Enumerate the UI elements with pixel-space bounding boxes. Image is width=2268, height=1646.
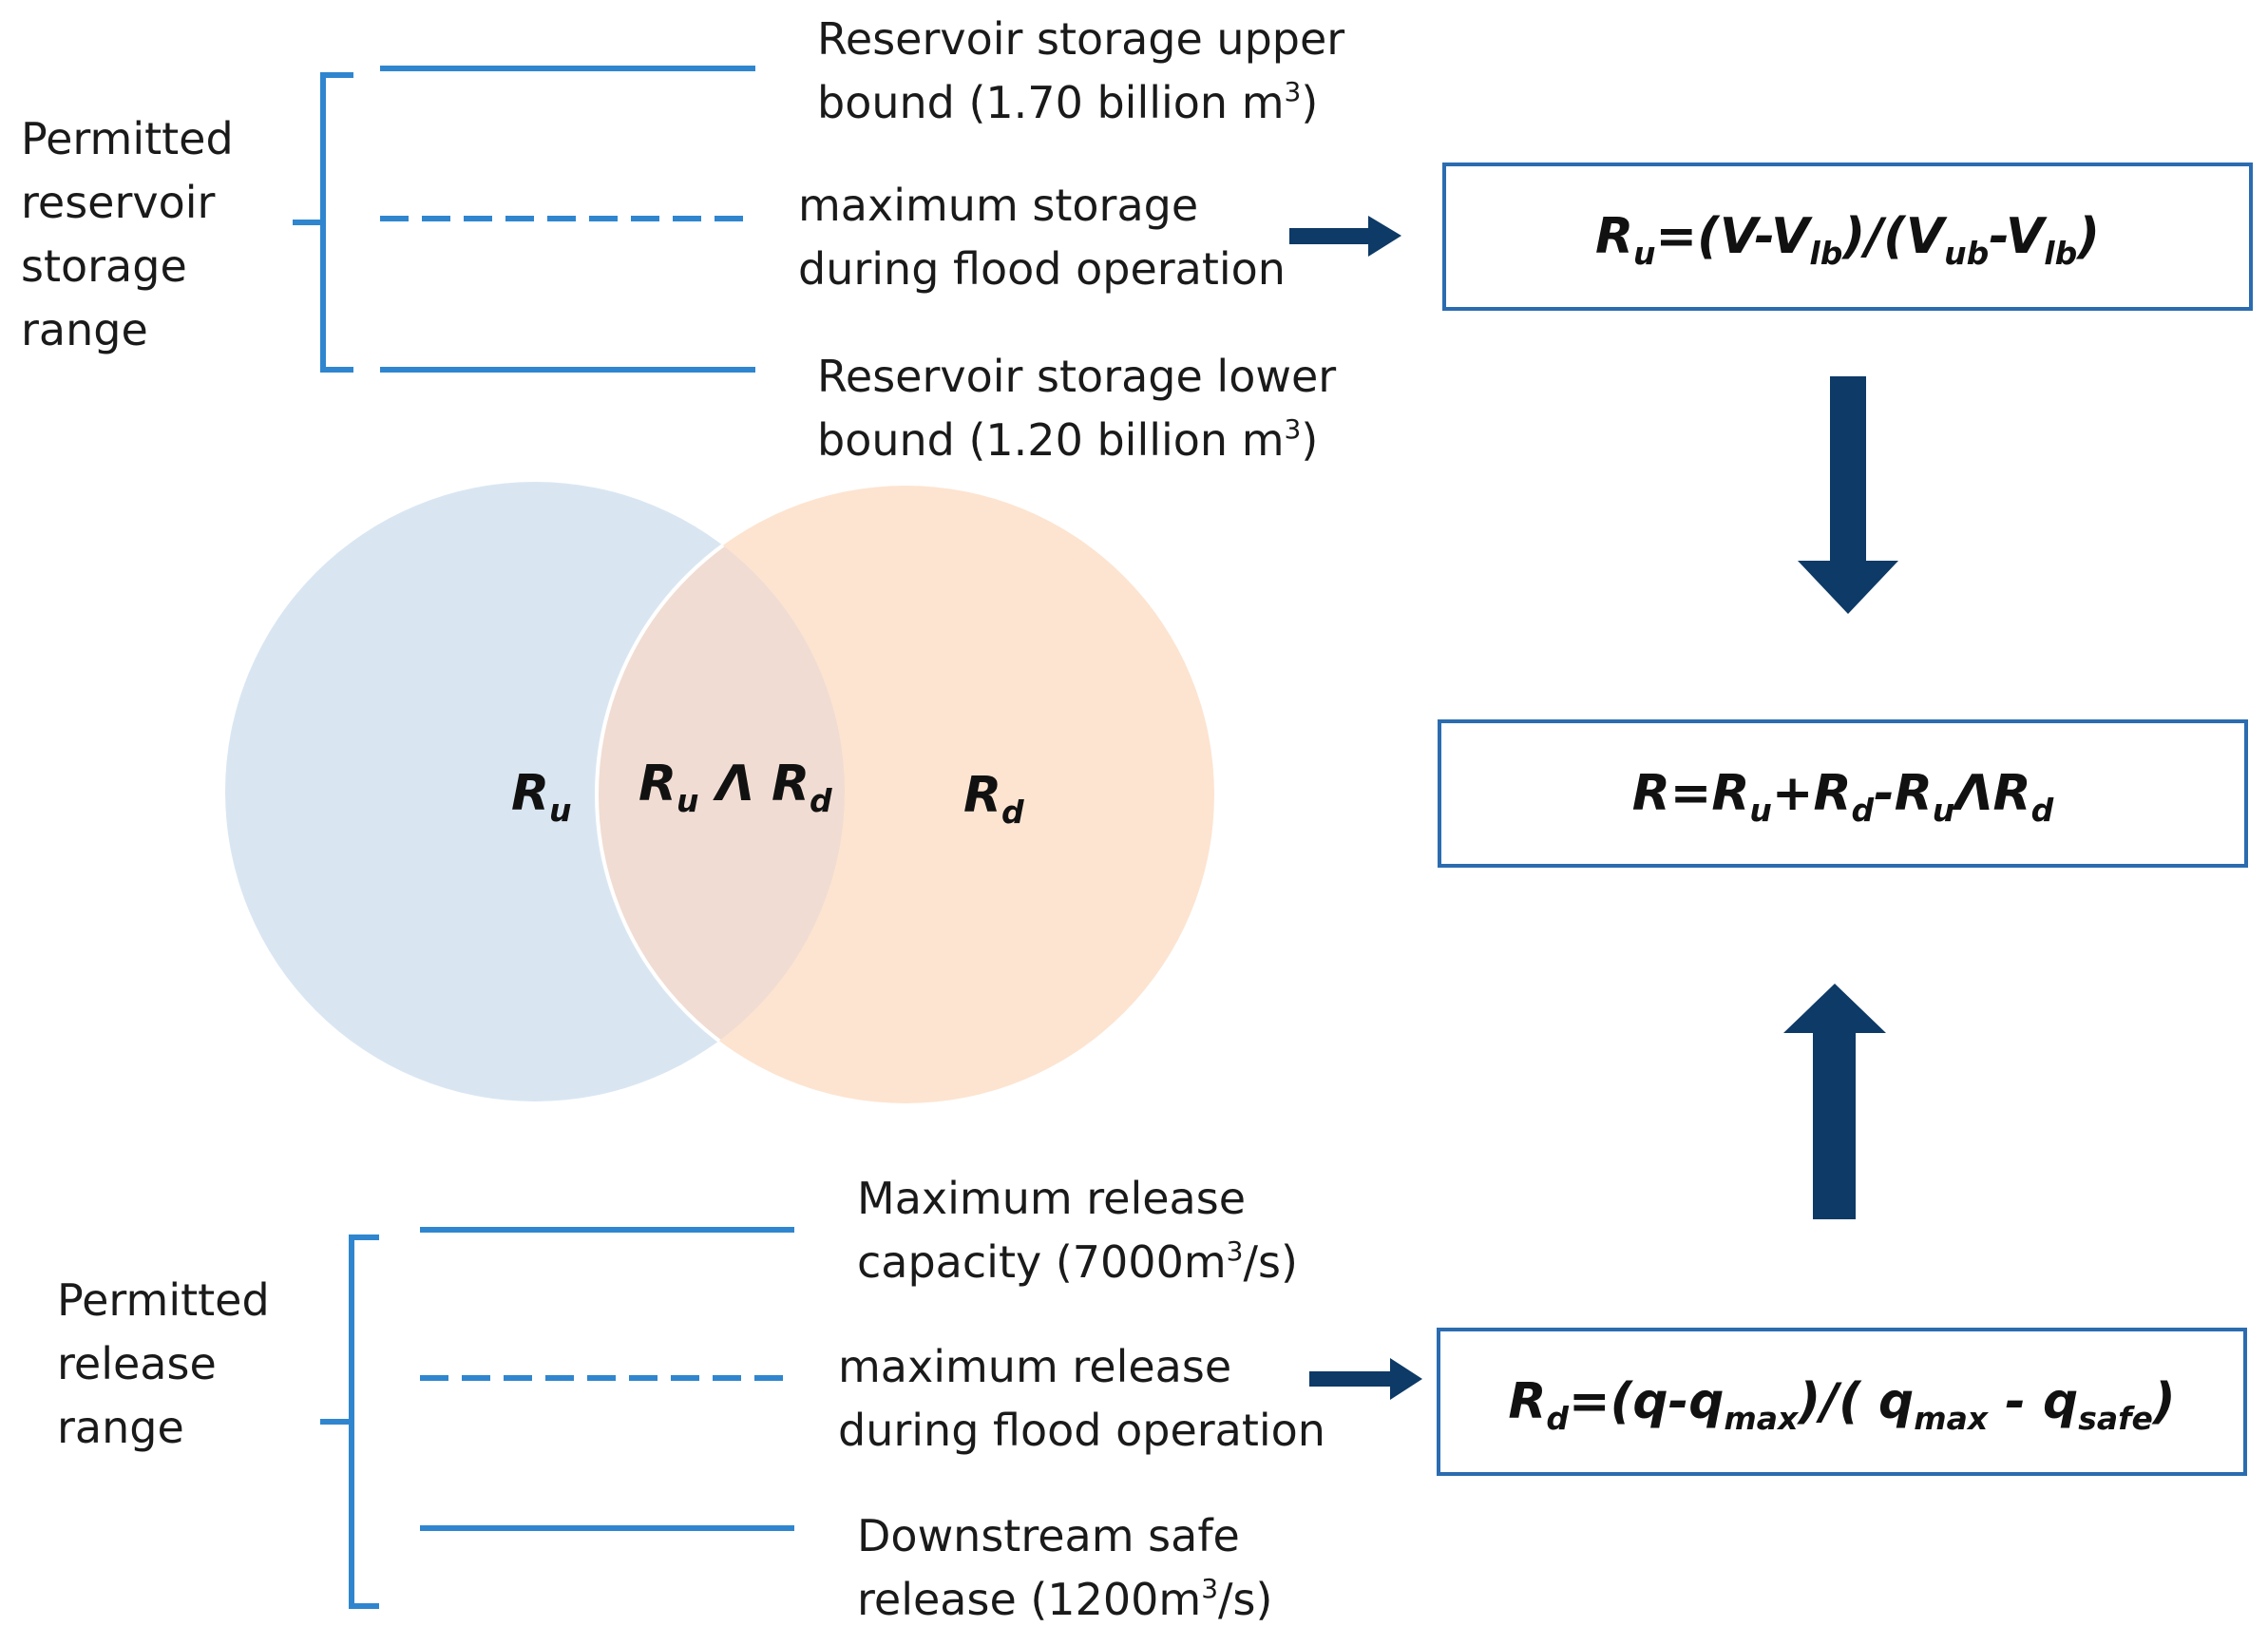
arrow-right-storage-icon	[1289, 216, 1401, 257]
formula-ru: Ru=(V-Vlb)/(Vub-Vlb)	[1595, 208, 2100, 269]
ru-s4: lb	[2044, 235, 2078, 272]
venn-rd-sub: d	[1001, 794, 1024, 831]
storage-lower-label: Reservoir storage lower bound (1.20 bill…	[817, 345, 1336, 472]
venn-overlap	[597, 486, 845, 1101]
venn-label-rd: Rd	[963, 767, 1024, 828]
ru-p4: -V	[1989, 208, 2045, 265]
release-lower-label: Downstream safe release (1200m3/s)	[857, 1504, 1272, 1632]
storage-bracket	[293, 72, 353, 373]
storage-upper-sup: 3	[1284, 76, 1302, 107]
rd-s1: d	[1546, 1400, 1570, 1437]
release-upper-sup: 3	[1226, 1235, 1244, 1267]
release-upper-tail: /s)	[1243, 1236, 1298, 1288]
rd-s4: safe	[2078, 1400, 2153, 1437]
venn-int-a-sub: u	[677, 782, 699, 819]
rd-p1: R	[1508, 1373, 1547, 1430]
venn-rd-main: R	[963, 767, 1002, 824]
formula-r: R=Ru+Rd-RuΛRd	[1631, 765, 2053, 826]
storage-lower-tail: )	[1301, 414, 1319, 466]
r-s4: d	[2030, 792, 2054, 829]
r-s1: u	[1749, 792, 1772, 829]
release-lower-sup: 3	[1201, 1573, 1219, 1604]
r-p3: -R	[1874, 765, 1933, 822]
venn-int-a: R	[638, 756, 677, 813]
venn-label-ru: Ru	[511, 765, 572, 826]
storage-group-label: Permitted reservoir storage range	[21, 113, 234, 355]
rd-p3: )/( q	[1798, 1373, 1915, 1430]
storage-lower-text: Reservoir storage lower bound (1.20 bill…	[817, 351, 1337, 466]
r-s2: d	[1851, 792, 1875, 829]
release-group-label: Permitted release range	[57, 1274, 270, 1453]
arrow-down-icon	[1798, 376, 1898, 614]
formula-box-r: R=Ru+Rd-RuΛRd	[1438, 719, 2248, 868]
venn-int-b: R	[772, 756, 810, 813]
r-s3: u	[1932, 792, 1955, 829]
release-lower-text: Downstream safe release (1200m	[857, 1510, 1240, 1625]
release-upper-label: Maximum release capacity (7000m3/s)	[857, 1167, 1298, 1294]
rd-s2: max	[1724, 1400, 1799, 1437]
storage-upper-label: Reservoir storage upper bound (1.70 bill…	[817, 8, 1344, 135]
release-upper-text: Maximum release capacity (7000m	[857, 1173, 1247, 1288]
storage-upper-tail: )	[1301, 77, 1319, 128]
release-bracket	[320, 1234, 379, 1609]
ru-p5: )	[2077, 208, 2100, 265]
r-p2: +R	[1771, 765, 1852, 822]
ru-s1: u	[1633, 235, 1656, 272]
release-lower-tail: /s)	[1218, 1574, 1273, 1625]
venn-label-intersection: Ru Λ Rd	[638, 756, 832, 816]
ru-s3: ub	[1944, 235, 1990, 272]
venn-ru-sub: u	[549, 792, 572, 829]
formula-rd: Rd=(q-qmax)/( qmax - qsafe)	[1508, 1373, 2176, 1434]
r-p1: R=R	[1631, 765, 1750, 822]
rd-p5: )	[2152, 1373, 2176, 1430]
venn-ru-main: R	[511, 765, 550, 822]
formula-box-rd: Rd=(q-qmax)/( qmax - qsafe)	[1437, 1328, 2247, 1476]
storage-upper-text: Reservoir storage upper bound (1.70 bill…	[817, 13, 1345, 128]
venn-int-op: Λ	[698, 756, 772, 813]
release-max-label: maximum release during flood operation	[838, 1341, 1325, 1456]
r-p4: ΛR	[1954, 765, 2031, 822]
ru-p1: R	[1595, 208, 1634, 265]
ru-p3: )/(V	[1842, 208, 1945, 265]
venn-overlap-edge	[595, 484, 845, 1101]
formula-box-ru: Ru=(V-Vlb)/(Vub-Vlb)	[1442, 163, 2253, 311]
ru-s2: lb	[1809, 235, 1843, 272]
rd-p4: - q	[1988, 1373, 2079, 1430]
rd-s3: max	[1914, 1400, 1989, 1437]
rd-p2: =(q-q	[1569, 1373, 1725, 1430]
storage-max-label: maximum storage during flood operation	[798, 180, 1286, 295]
arrow-up-icon	[1783, 984, 1886, 1219]
venn-int-b-sub: d	[810, 782, 832, 819]
arrow-right-release-icon	[1309, 1358, 1422, 1400]
ru-p2: =(V-V	[1655, 208, 1810, 265]
storage-lower-sup: 3	[1284, 413, 1302, 445]
